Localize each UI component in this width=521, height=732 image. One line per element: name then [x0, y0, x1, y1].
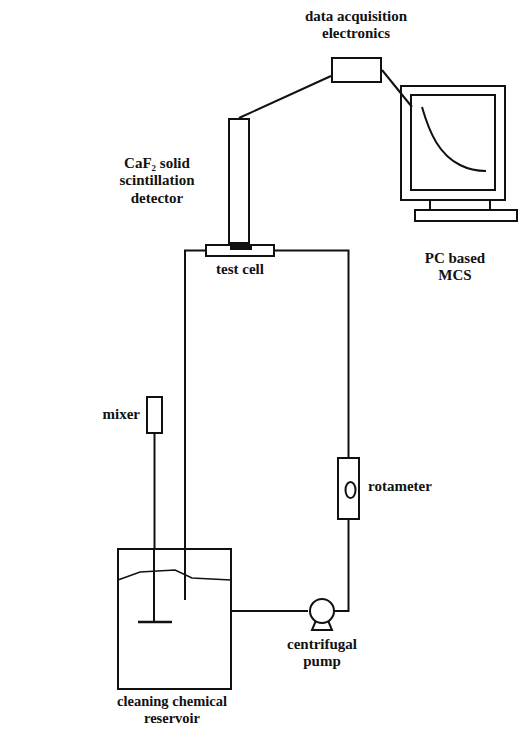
pipe-connector — [382, 70, 412, 107]
node-label: test cell — [200, 261, 280, 278]
pc-monitor: PC based MCS — [400, 85, 518, 222]
node-label: data acquisition electronics — [286, 8, 426, 43]
rotameter-shape — [337, 457, 360, 520]
liquid-level — [118, 570, 231, 580]
node-label: PC based MCS — [415, 250, 495, 285]
centrifugal-pump: centrifugal pump — [308, 598, 336, 631]
node-label: CaF₂ solid scintillation detector — [92, 155, 222, 207]
test-cell: test cell — [205, 244, 275, 257]
rotameter-float — [346, 482, 356, 498]
electronics-box: data acquisition electronics — [331, 57, 382, 83]
node-label: mixer — [92, 406, 140, 423]
rotameter: rotameter — [337, 457, 360, 520]
reservoir-tank: cleaning chemical reservoir — [117, 548, 232, 690]
node-label: centrifugal pump — [272, 636, 372, 671]
monitor-screen — [411, 95, 495, 190]
monitor-neck — [430, 200, 490, 210]
detector-tube: CaF₂ solid scintillation detector — [228, 118, 250, 244]
mixer-motor: mixer — [146, 396, 163, 434]
pipe-connector — [239, 76, 331, 118]
centrifugal-pump-shape — [308, 598, 336, 631]
mixer-paddle — [138, 621, 172, 624]
pipe-connector — [154, 434, 156, 548]
pipe-connector — [185, 251, 205, 549]
monitor-case — [401, 86, 505, 200]
pipe-connector — [275, 251, 349, 458]
detector-window — [230, 246, 252, 250]
pump-casing — [310, 599, 334, 623]
monitor-base — [415, 210, 517, 221]
node-label: rotameter — [368, 478, 463, 495]
mixer-shaft — [153, 548, 155, 622]
pipe-connector — [232, 610, 308, 612]
test-cell-shape — [205, 244, 275, 257]
decay-curve — [422, 107, 486, 171]
node-label: cleaning chemical reservoir — [92, 693, 252, 726]
pipe-connector — [334, 520, 349, 611]
pc-monitor-shape — [400, 85, 518, 222]
